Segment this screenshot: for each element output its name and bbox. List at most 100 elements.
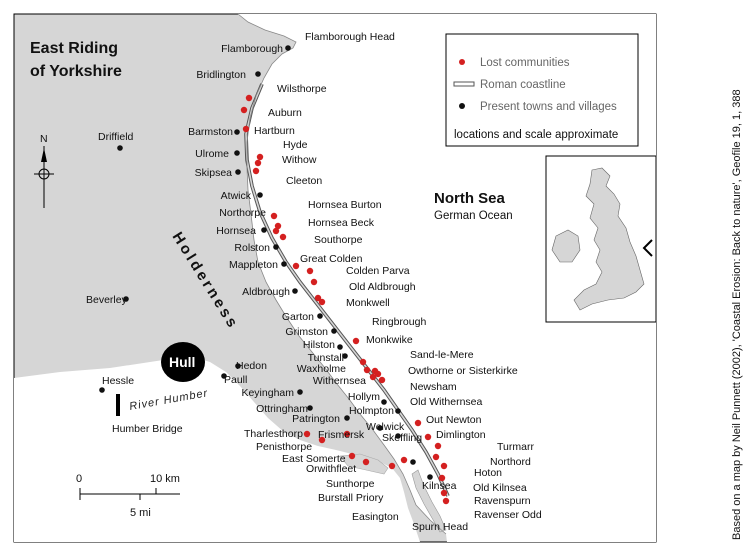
lost-place-marker-ravenspurn	[440, 489, 448, 497]
sea-label: North Sea	[434, 190, 506, 207]
lost-place-marker-sunthorpe	[388, 462, 396, 470]
lost-place-marker-withow	[254, 159, 262, 167]
town-label-paull: Paull	[224, 374, 247, 386]
town-marker-beverley	[123, 296, 129, 302]
town-marker-tunstall	[342, 353, 348, 359]
lost-place-label-tharlesthorp: Tharlesthorp	[244, 428, 303, 440]
legend-roman: Roman coastline	[480, 79, 566, 91]
lost-place-marker-hornsea-beck	[272, 227, 280, 235]
lost-place-label-hoton: Hoton	[474, 467, 502, 479]
lost-place-marker-monkwell	[314, 294, 322, 302]
lost-place-marker-sand-le-mere	[359, 358, 367, 366]
town-marker-hornsea	[261, 227, 267, 233]
lost-place-label-hartburn: Hartburn	[254, 125, 295, 137]
legend-lost: Lost communities	[480, 57, 570, 69]
town-label-humber-bridge: Humber Bridge	[112, 423, 183, 435]
lost-place-marker-wilsthorpe	[245, 94, 253, 102]
legend-note: locations and scale approximate	[454, 129, 618, 141]
lost-place-label-penisthorpe: Penisthorpe	[256, 441, 312, 453]
town-label-mappleton: Mappleton	[229, 259, 278, 271]
lost-place-marker-southorpe	[279, 233, 287, 241]
lost-place-marker-northorpe	[270, 212, 278, 220]
map-title-line1: East Riding	[30, 40, 118, 57]
lost-place-marker-colden-parva	[306, 267, 314, 275]
lost-place-marker-withernsea	[369, 373, 377, 381]
town-marker-mappleton	[281, 261, 287, 267]
lost-place-label-wilsthorpe: Wilsthorpe	[277, 83, 327, 95]
lost-place-label-out-newton: Out Newton	[426, 414, 482, 426]
town-label-grimston: Grimston	[285, 326, 328, 338]
town-marker-hedon	[235, 363, 241, 369]
town-marker-atwick	[257, 192, 263, 198]
svg-text:N: N	[40, 133, 48, 145]
lost-place-marker-monkwike	[352, 337, 360, 345]
lost-place-label-great-colden: Great Colden	[300, 253, 363, 265]
town-marker-barmston	[234, 129, 240, 135]
lost-place-marker-penisthorpe	[318, 436, 326, 444]
town-label-bridlington: Bridlington	[196, 69, 246, 81]
lost-place-marker-east-somerte	[348, 452, 356, 460]
lost-place-label-northord: Northord	[490, 456, 531, 468]
scale-mi-five: 5 mi	[130, 507, 151, 519]
town-label-ottringham: Ottringham	[256, 403, 308, 415]
town-label-skeffling: Skeffling	[382, 432, 422, 444]
town-label-rolston: Rolston	[234, 242, 270, 254]
lost-place-label-old-kilnsea: Old Kilnsea	[473, 482, 527, 494]
town-marker-holmpton	[395, 408, 401, 414]
lost-place-label-southorpe: Southorpe	[314, 234, 363, 246]
lost-place-marker-northord	[432, 453, 440, 461]
scale-bar: 0 10 km 5 mi	[76, 473, 180, 519]
town-marker-easington	[410, 459, 416, 465]
hull-city-marker	[161, 342, 205, 382]
lost-place-label-dimlington: Dimlington	[436, 429, 486, 441]
lost-place-label-cleeton: Cleeton	[286, 175, 322, 187]
town-marker-skeffling	[395, 433, 401, 439]
town-marker-hessle	[99, 387, 105, 393]
spurn-spit	[411, 469, 447, 533]
town-label-patrington: Patrington	[292, 413, 340, 425]
town-label-kilnsea: Kilnsea	[422, 480, 457, 492]
town-label-skipsea: Skipsea	[195, 167, 233, 179]
lost-place-label-frismersk: Frismersk	[318, 429, 365, 441]
lost-place-marker-dimlington	[424, 433, 432, 441]
town-marker-ulrome	[234, 150, 240, 156]
hull-label: Hull	[169, 354, 195, 370]
lost-place-marker-old-withernsea	[374, 370, 382, 378]
lost-place-marker-out-newton	[414, 419, 422, 427]
scale-km-ten: 10 km	[150, 473, 180, 485]
great-britain-inset-map	[545, 155, 657, 323]
lost-place-label-old-aldbrough: Old Aldbrough	[349, 281, 416, 293]
town-marker-welwick	[377, 425, 383, 431]
legend-present: Present towns and villages	[480, 101, 617, 113]
lost-place-label-withernsea: Withernsea	[313, 375, 366, 387]
lost-place-marker-hornsea-burton	[274, 222, 282, 230]
lost-place-marker-ringbrough	[318, 298, 326, 306]
lost-place-label-burstall-priory: Burstall Priory	[318, 492, 384, 504]
lost-place-label-hyde: Hyde	[283, 139, 308, 151]
town-label-garton: Garton	[282, 311, 314, 323]
town-marker-driffield	[117, 145, 123, 151]
town-label-flamborough-head: Flamborough Head	[305, 31, 395, 43]
lost-place-marker-tharlesthorp	[303, 430, 311, 438]
scale-km-zero: 0	[76, 473, 82, 485]
north-arrow-icon: N	[34, 133, 54, 208]
town-marker-garton	[317, 313, 323, 319]
lost-place-label-monkwell: Monkwell	[346, 297, 390, 309]
lost-place-marker-old-aldbrough	[310, 278, 318, 286]
lost-place-label-owthorne-or-sisterkirke: Owthorne or Sisterkirke	[408, 365, 518, 377]
lost-place-label-old-withernsea: Old Withernsea	[410, 396, 483, 408]
town-label-atwick: Atwick	[221, 190, 252, 202]
town-marker-flamborough	[285, 45, 291, 51]
map-title-line2: of Yorkshire	[30, 63, 122, 80]
town-marker-keyingham	[297, 389, 303, 395]
town-label-tunstall: Tunstall	[308, 352, 344, 364]
town-label-hollym: Hollym	[348, 391, 380, 403]
lost-place-marker-orwithfleet	[362, 458, 370, 466]
lost-place-label-ravenser-odd: Ravenser Odd	[474, 509, 542, 521]
lost-place-label-hornsea-burton: Hornsea Burton	[308, 199, 382, 211]
lost-place-label-ravenspurn: Ravenspurn	[474, 495, 531, 507]
lost-place-marker-hartburn	[242, 125, 250, 133]
town-marker-skipsea	[235, 169, 241, 175]
